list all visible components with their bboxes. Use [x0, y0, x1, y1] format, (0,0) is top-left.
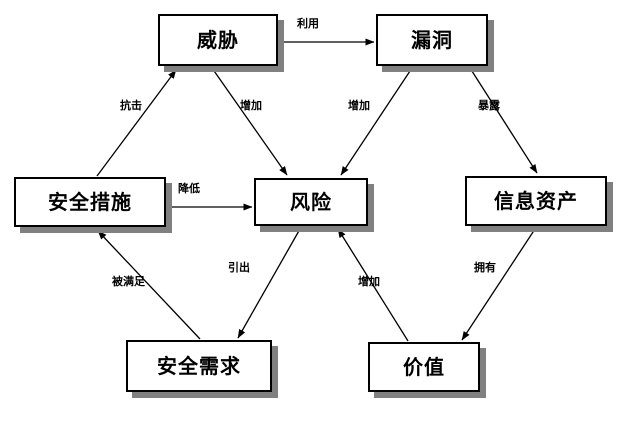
node-requirement[interactable]: 安全需求 — [126, 340, 272, 392]
edge-requirement-to-safeguard — [97, 230, 201, 340]
node-safeguard[interactable]: 安全措施 — [14, 177, 166, 227]
edge-label-exploit: 利用 — [297, 17, 319, 30]
edge-vulnerability-to-asset — [469, 67, 538, 174]
node-vulnerability-label: 漏洞 — [411, 28, 453, 52]
edge-label-increase-value-risk: 增加 — [358, 275, 380, 288]
edge-asset-to-value — [461, 228, 536, 341]
edge-risk-to-requirement — [237, 228, 301, 339]
edge-threat-to-risk — [211, 67, 288, 176]
node-value-label: 价值 — [403, 355, 445, 379]
node-risk[interactable]: 风险 — [254, 178, 368, 226]
edge-label-counter: 抗击 — [120, 99, 142, 112]
node-asset-label: 信息资产 — [494, 189, 578, 213]
edge-label-be-satisfied: 被满足 — [112, 275, 145, 288]
node-asset[interactable]: 信息资产 — [465, 176, 607, 226]
edge-value-to-risk — [337, 228, 409, 342]
edge-label-own: 拥有 — [474, 261, 496, 274]
edge-label-increase-threat-risk: 增加 — [240, 99, 262, 112]
edge-safeguard-to-threat — [96, 69, 177, 177]
edge-label-expose: 暴露 — [478, 99, 500, 112]
node-value[interactable]: 价值 — [368, 342, 480, 392]
node-threat[interactable]: 威胁 — [158, 14, 278, 66]
edge-label-reduce: 降低 — [178, 182, 200, 195]
edge-label-derive: 引出 — [228, 261, 250, 274]
node-threat-label: 威胁 — [197, 28, 239, 52]
node-vulnerability[interactable]: 漏洞 — [376, 14, 488, 66]
edge-label-increase-vuln-risk: 增加 — [348, 99, 370, 112]
node-risk-label: 风险 — [290, 190, 332, 214]
node-safeguard-label: 安全措施 — [48, 190, 132, 214]
node-requirement-label: 安全需求 — [157, 354, 241, 378]
edge-vulnerability-to-risk — [340, 67, 413, 176]
